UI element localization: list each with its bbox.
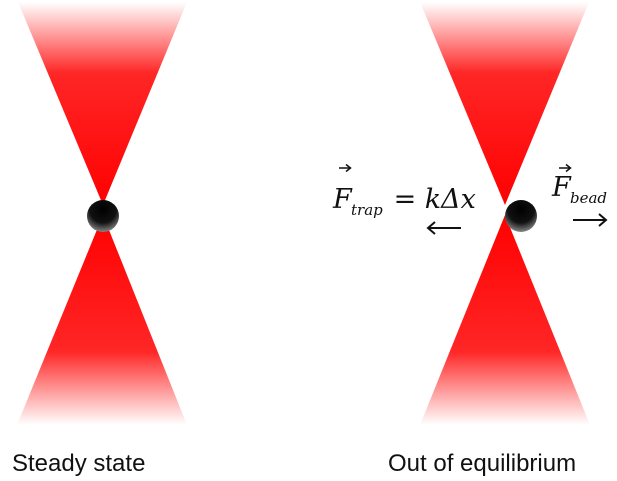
laser-cone-lower-right xyxy=(420,215,590,425)
caption-steady-state: Steady state xyxy=(12,450,145,477)
bead-left xyxy=(87,200,119,232)
laser-cone-upper-left xyxy=(18,2,187,205)
f-trap-equation: = kΔx xyxy=(385,184,476,215)
f-trap-label: F trap = kΔx xyxy=(332,163,476,219)
f-bead-symbol: F xyxy=(551,172,572,203)
arrow-right-icon xyxy=(573,213,608,227)
laser-cone-upper-right xyxy=(420,2,589,205)
arrow-left-icon xyxy=(426,221,461,235)
f-bead-label: F bead xyxy=(551,163,607,207)
out-of-equilibrium-trap xyxy=(420,2,590,425)
steady-state-trap xyxy=(17,2,187,425)
f-trap-subscript: trap xyxy=(351,201,383,219)
f-trap-symbol: F xyxy=(332,184,353,215)
bead-right xyxy=(505,200,537,232)
laser-cone-lower-left xyxy=(17,215,187,425)
f-bead-subscript: bead xyxy=(570,189,607,207)
caption-out-of-equilibrium: Out of equilibrium xyxy=(388,450,576,477)
